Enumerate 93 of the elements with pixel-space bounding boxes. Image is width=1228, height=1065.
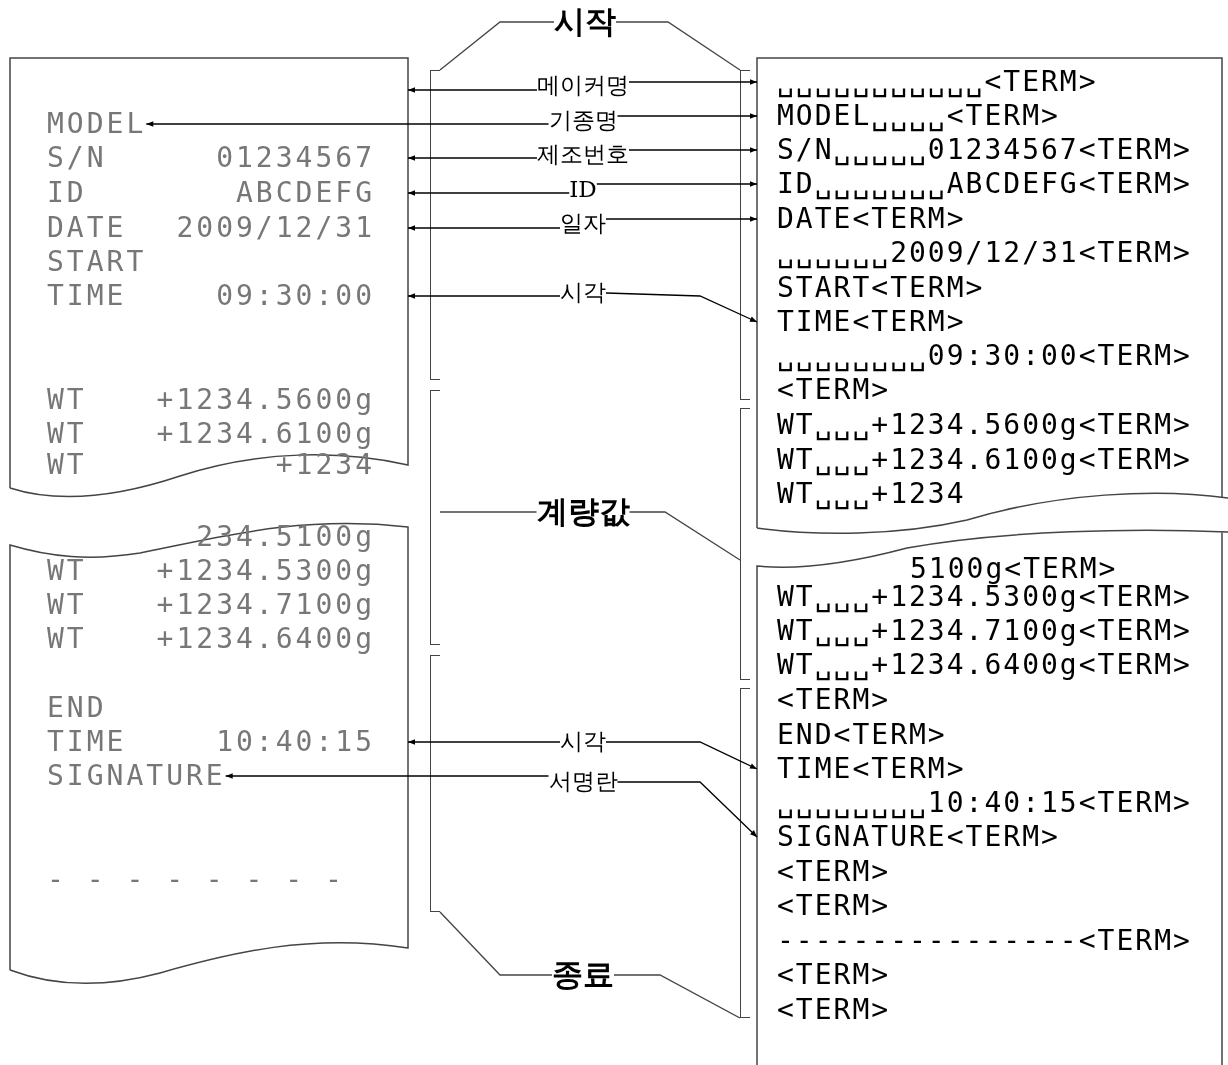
printout-field: DATE (47, 212, 127, 244)
arrow (407, 155, 538, 161)
printout-value: +1234.7100g (156, 589, 375, 621)
printout-value: 01234567 (216, 142, 375, 174)
printout-line: WT␣␣␣+1234 (757, 478, 966, 510)
printout-value: 09:30:00 (216, 280, 375, 312)
bracket (740, 70, 750, 400)
section-label: 종료 (552, 956, 614, 994)
leader-line (613, 974, 741, 1019)
bracket (430, 390, 440, 645)
printout-line: ␣␣␣␣␣␣2009/12/31<TERM> (757, 237, 1192, 269)
bracket (740, 408, 750, 680)
printout-line: MODEL␣␣␣␣<TERM> (757, 100, 1060, 132)
printout-line: <TERM> (757, 856, 891, 888)
field-label: 서명란 (548, 768, 618, 796)
section-label: 시작 (554, 3, 616, 41)
printout-line: MODEL (47, 108, 147, 140)
field-label: 시각 (560, 728, 606, 756)
printout-line: ID␣␣␣␣␣␣␣ABCDEFG<TERM> (757, 168, 1192, 200)
printout-line: START<TERM> (757, 272, 985, 304)
leader-line (439, 21, 555, 71)
arrow (225, 773, 550, 779)
arrow (605, 292, 758, 323)
printout-line: WT␣␣␣+1234.6100g<TERM> (757, 444, 1192, 476)
printout-line: START (47, 246, 147, 278)
section-label: 계량값 (536, 493, 630, 531)
printout-line: DATE<TERM> (757, 203, 966, 235)
leader-line (439, 511, 538, 513)
bracket (430, 70, 440, 380)
arrow (145, 121, 550, 127)
printout-field: WT (47, 623, 87, 655)
printout-value: +1234 (275, 449, 375, 481)
leader-line (615, 21, 741, 71)
printout-line: WT␣␣␣+1234.6400g<TERM> (757, 649, 1192, 681)
arrow (628, 147, 758, 153)
arrow (616, 781, 758, 838)
field-label: ID (569, 176, 597, 204)
printout-line: S/N␣␣␣␣␣01234567<TERM> (757, 134, 1192, 166)
printout-value: +1234.6400g (156, 623, 375, 655)
printout-field: ID (47, 177, 87, 209)
field-label: 제조번호 (537, 141, 629, 169)
printout-line: END (47, 692, 107, 724)
arrow (605, 741, 758, 770)
printout-line: TIME<TERM> (757, 306, 966, 338)
printout-value: +1234.5300g (156, 555, 375, 587)
printout-line: <TERM> (757, 994, 891, 1026)
printout-field: S/N (47, 142, 107, 174)
printout-line: WT␣␣␣+1234.7100g<TERM> (757, 615, 1192, 647)
printout-field: WT (47, 418, 87, 450)
field-label: 기종명 (548, 107, 618, 135)
printout-value: 2009/12/31 (176, 212, 375, 244)
printout-line: END<TERM> (757, 719, 947, 751)
arrow (616, 113, 758, 119)
arrow (407, 739, 561, 745)
printout-value: +1234.5600g (156, 384, 375, 416)
printout-line: TIME<TERM> (757, 753, 966, 785)
printout-field: WT (47, 555, 87, 587)
printout-line: - - - - - - - - (47, 864, 345, 896)
printout-line: 234.5100g (47, 521, 408, 553)
printout-line: SIGNATURE (47, 760, 226, 792)
printout-line: <TERM> (757, 684, 891, 716)
printout-value: +1234.6100g (156, 418, 375, 450)
printout-value: ABCDEFG (236, 177, 375, 209)
printout-line: SIGNATURE<TERM> (757, 821, 1060, 853)
printout-field: WT (47, 384, 87, 416)
leader-line (628, 511, 741, 561)
arrow (596, 181, 758, 187)
bracket (740, 688, 750, 1018)
printout-line: WT␣␣␣+1234.5600g<TERM> (757, 409, 1192, 441)
printout-line: ␣␣␣␣␣␣␣␣␣␣␣<TERM> (757, 66, 1098, 98)
printout-field: TIME (47, 726, 127, 758)
arrow (407, 225, 561, 231)
field-label: 일자 (560, 210, 606, 238)
printout-line: ----------------<TERM> (757, 925, 1192, 957)
printout-field: WT (47, 449, 87, 481)
printout-field: TIME (47, 280, 127, 312)
printout-line: <TERM> (757, 890, 891, 922)
field-label: 메이커명 (537, 72, 629, 100)
printout-value: 10:40:15 (216, 726, 375, 758)
arrow (605, 216, 758, 222)
printout-line: ␣␣␣␣␣␣␣␣10:40:15<TERM> (757, 787, 1192, 819)
field-label: 시각 (560, 279, 606, 307)
printout-line: ␣␣␣␣␣␣␣␣09:30:00<TERM> (757, 340, 1192, 372)
bracket (430, 655, 440, 912)
arrow (407, 293, 561, 299)
arrow (407, 87, 538, 93)
printout-line: 5100g<TERM> (890, 553, 1118, 585)
leader-line (439, 911, 553, 976)
arrow (628, 79, 758, 85)
printout-line: <TERM> (757, 374, 891, 406)
arrow (407, 190, 570, 196)
printout-field: WT (47, 589, 87, 621)
printout-line: <TERM> (757, 959, 891, 991)
